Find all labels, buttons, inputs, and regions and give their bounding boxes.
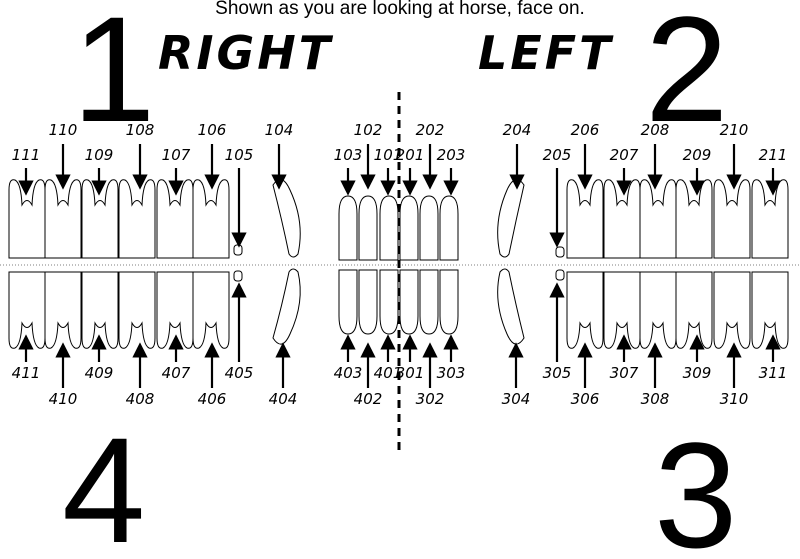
upper-tooth-label: 203	[437, 146, 466, 164]
upper-tooth-label: 206	[571, 121, 600, 139]
upper-tooth-label: 210	[720, 121, 749, 139]
upper-tooth-label: 107	[162, 146, 191, 164]
tooth-306	[566, 271, 604, 349]
lower-tooth-label: 410	[49, 390, 78, 408]
tooth-206	[566, 179, 604, 259]
tooth-404	[272, 268, 301, 345]
quadrant-2-number: 2	[645, 0, 729, 153]
tooth-308	[639, 271, 677, 349]
tooth-405	[233, 270, 243, 282]
tooth-401	[379, 269, 399, 335]
lower-tooth-label: 407	[162, 364, 191, 382]
tooth-309	[675, 271, 713, 349]
tooth-410	[44, 271, 82, 349]
tooth-411	[8, 271, 46, 349]
tooth-305	[555, 269, 565, 281]
tooth-207	[603, 179, 641, 259]
left-side-label: LEFT	[478, 26, 614, 80]
lower-tooth-label: 403	[334, 364, 363, 382]
upper-tooth-label: 109	[85, 146, 114, 164]
upper-tooth-label: 101	[374, 146, 403, 164]
lower-tooth-label: 311	[759, 364, 788, 382]
lower-tooth-label: 307	[610, 364, 639, 382]
lower-tooth-label: 404	[269, 390, 298, 408]
tooth-106	[192, 179, 230, 259]
lower-tooth-label: 408	[126, 390, 155, 408]
lower-tooth-label: 306	[571, 390, 600, 408]
quadrant-3-number: 3	[654, 411, 738, 559]
upper-tooth-label: 207	[610, 146, 639, 164]
lower-tooth-label: 406	[198, 390, 227, 408]
tooth-303	[439, 269, 459, 335]
upper-tooth-label: 205	[543, 146, 572, 164]
upper-tooth-label: 201	[396, 146, 425, 164]
upper-tooth-label: 209	[683, 146, 712, 164]
quadrant-1-number: 1	[72, 0, 156, 153]
tooth-208	[639, 179, 677, 259]
tooth-107	[156, 179, 194, 259]
tooth-301	[399, 269, 419, 335]
upper-tooth-label: 104	[265, 121, 294, 139]
tooth-310	[713, 271, 751, 349]
upper-tooth-label: 102	[354, 121, 383, 139]
tooth-101	[379, 195, 399, 261]
lower-tooth-label: 411	[12, 364, 41, 382]
tooth-403	[338, 269, 358, 335]
upper-tooth-label: 103	[334, 146, 363, 164]
quadrant-4-number: 4	[62, 406, 146, 559]
upper-tooth-label: 204	[503, 121, 532, 139]
tooth-407	[156, 271, 194, 349]
lower-tooth-label: 409	[85, 364, 114, 382]
right-side-label: RIGHT	[158, 26, 334, 80]
tooth-204	[497, 179, 525, 258]
tooth-210	[713, 179, 751, 259]
tooth-202	[419, 195, 439, 261]
tooth-201	[399, 195, 419, 261]
upper-tooth-label: 106	[198, 121, 227, 139]
tooth-110	[44, 179, 82, 259]
tooth-203	[439, 195, 459, 261]
lower-tooth-label: 308	[641, 390, 670, 408]
upper-tooth-label: 208	[641, 121, 670, 139]
tooth-409	[81, 271, 119, 349]
tooth-307	[603, 271, 641, 349]
lower-tooth-label: 303	[437, 364, 466, 382]
tooth-302	[419, 269, 439, 335]
tooth-408	[118, 271, 156, 349]
lower-tooth-label: 405	[225, 364, 254, 382]
tooth-103	[338, 195, 358, 261]
upper-tooth-label: 202	[416, 121, 445, 139]
tooth-209	[675, 179, 713, 259]
tooth-402	[358, 269, 378, 335]
lower-tooth-label: 402	[354, 390, 383, 408]
tooth-108	[118, 179, 156, 259]
tooth-105	[233, 244, 243, 256]
lower-tooth-label: 309	[683, 364, 712, 382]
tooth-205	[555, 246, 565, 258]
tooth-109	[81, 179, 119, 259]
lower-tooth-label: 310	[720, 390, 749, 408]
lower-tooth-label: 401	[374, 364, 403, 382]
chart-subtitle: Shown as you are looking at horse, face …	[215, 0, 585, 19]
upper-tooth-label: 110	[49, 121, 78, 139]
tooth-102	[358, 195, 378, 261]
lower-tooth-label: 305	[543, 364, 572, 382]
lower-tooth-label: 302	[416, 390, 445, 408]
tooth-104	[272, 179, 301, 258]
lower-tooth-label: 304	[502, 390, 531, 408]
upper-tooth-label: 211	[759, 146, 788, 164]
tooth-211	[751, 179, 789, 259]
upper-tooth-label: 108	[126, 121, 155, 139]
tooth-111	[8, 179, 46, 259]
upper-tooth-label: 111	[12, 146, 41, 164]
upper-tooth-label: 105	[225, 146, 254, 164]
lower-tooth-label: 301	[396, 364, 425, 382]
tooth-304	[497, 268, 525, 345]
tooth-311	[751, 271, 789, 349]
tooth-406	[192, 271, 230, 349]
